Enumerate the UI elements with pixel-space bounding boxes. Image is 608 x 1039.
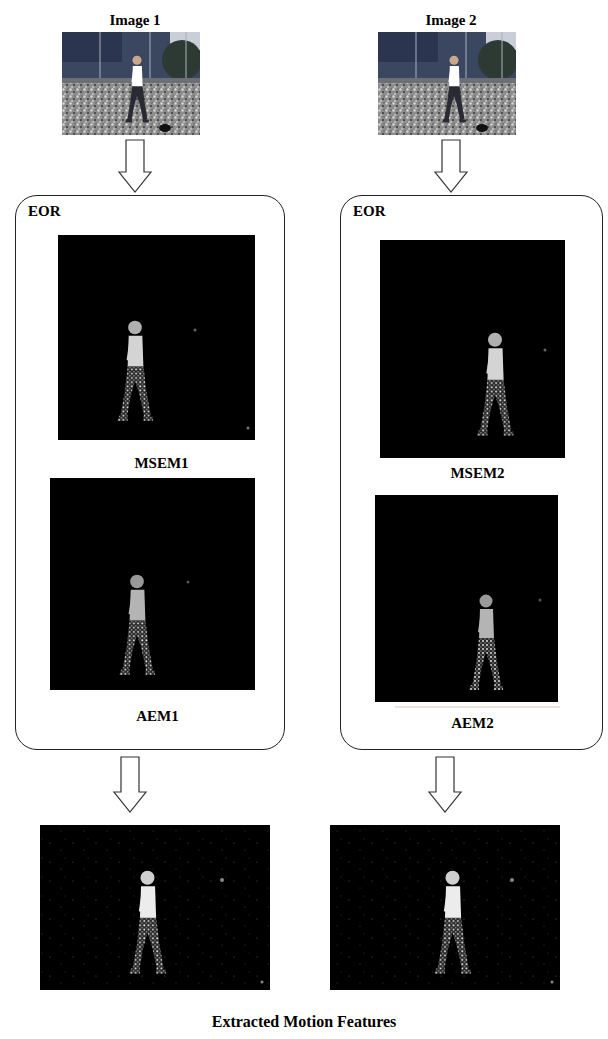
hollow-arrow — [114, 757, 146, 812]
person — [442, 56, 466, 123]
motion-map — [375, 495, 558, 702]
image-label: MSEM2 — [381, 465, 574, 482]
hollow-arrow — [429, 757, 461, 812]
map-panel: MSEM1 — [59, 236, 264, 471]
person — [469, 595, 503, 691]
photo — [62, 32, 202, 135]
person — [477, 333, 514, 436]
map-panel: AEM2 — [376, 496, 569, 731]
image-label: AEM1 — [51, 708, 264, 725]
hollow-arrow — [119, 140, 151, 192]
eor-group: EOR MSEM2AEM2 — [340, 195, 603, 750]
person — [434, 871, 471, 974]
person — [125, 56, 149, 123]
image-label: Image 2 — [378, 12, 524, 29]
caption: Extracted Motion Features — [0, 1013, 608, 1031]
group-title: EOR — [28, 203, 61, 220]
motion-map — [380, 240, 565, 458]
image-label: MSEM1 — [59, 455, 264, 472]
person — [119, 575, 155, 675]
image-label: Image 1 — [62, 12, 208, 29]
feature-map — [330, 825, 560, 990]
photo — [378, 32, 518, 135]
input-image: Image 1 — [62, 32, 208, 135]
map-panel: MSEM2 — [381, 241, 574, 481]
bag — [159, 124, 171, 132]
input-image: Image 2 — [378, 32, 524, 135]
eor-group: EOR MSEM1AEM1 — [15, 195, 285, 750]
map-panel: AEM1 — [51, 479, 264, 724]
person — [117, 321, 153, 421]
person — [129, 871, 166, 974]
motion-map — [58, 235, 255, 440]
hollow-arrow — [435, 140, 467, 192]
group-title: EOR — [353, 203, 386, 220]
motion-map — [50, 478, 255, 690]
bag — [476, 124, 488, 132]
feature-map — [40, 825, 270, 990]
rule — [395, 706, 560, 708]
image-label: AEM2 — [376, 715, 569, 732]
